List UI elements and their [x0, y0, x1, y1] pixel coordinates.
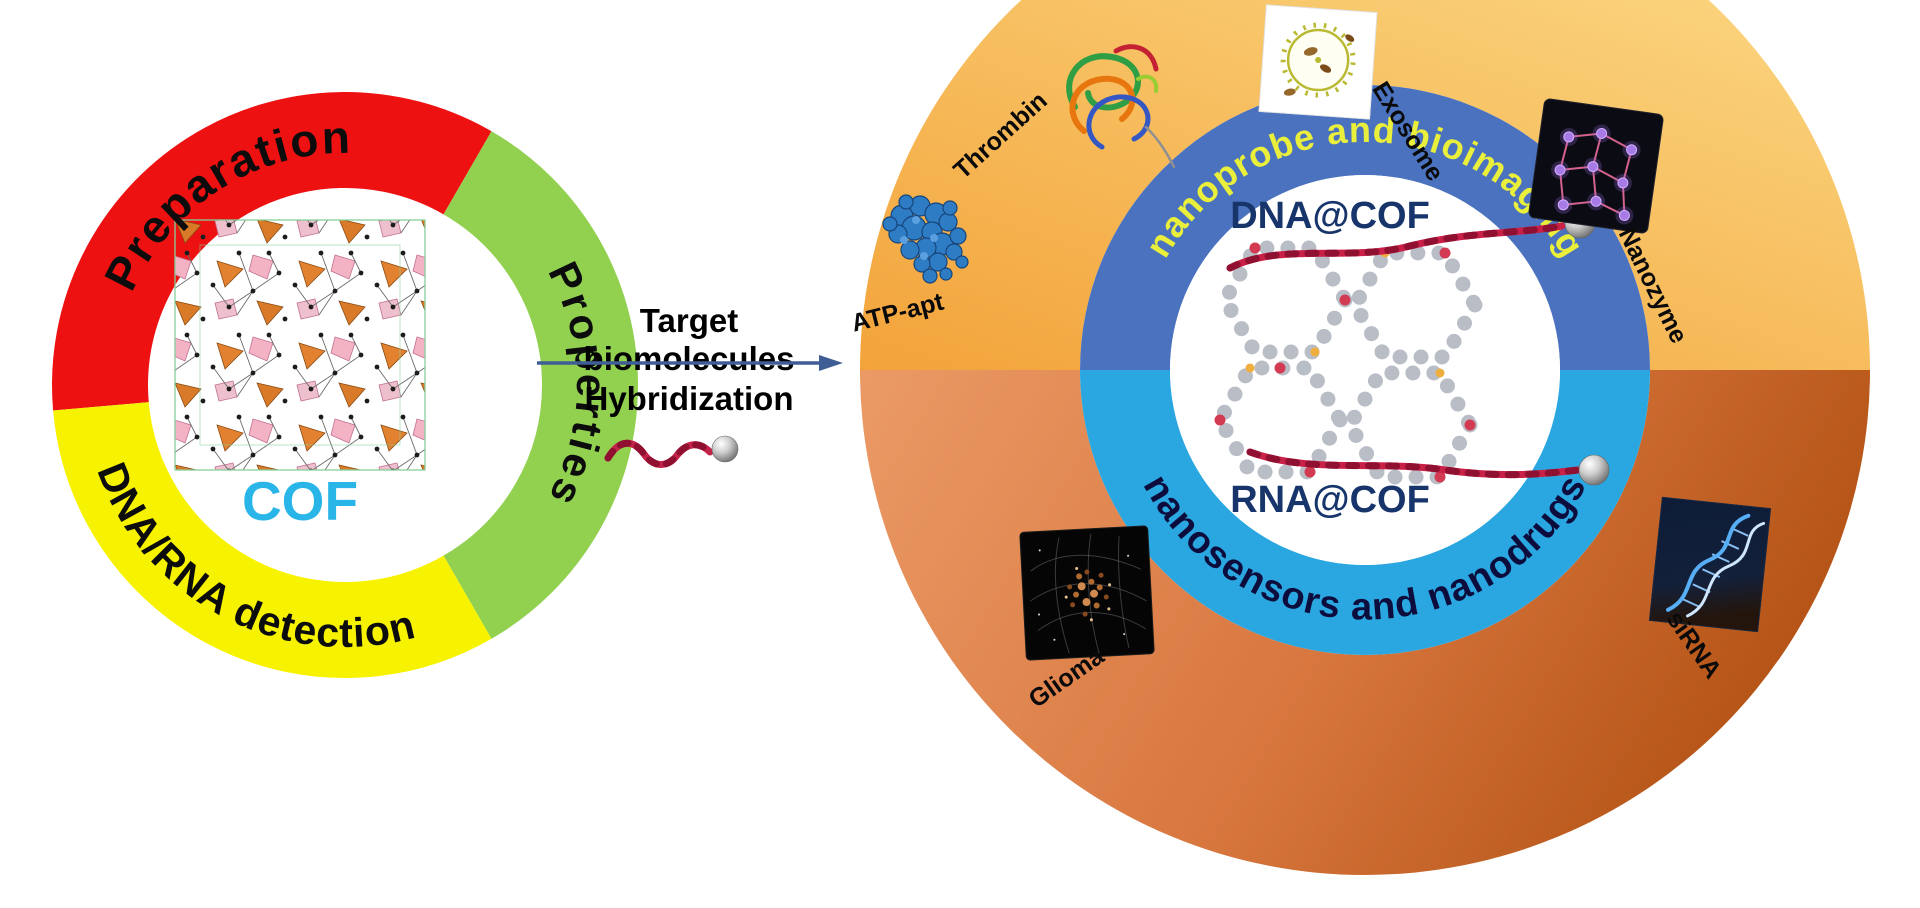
- thrombin-protein-icon: [1066, 44, 1176, 169]
- atp-aptamer-icon: [882, 194, 969, 284]
- hybridization-text: Hybridization: [584, 380, 794, 417]
- inner-ring-top: [1080, 85, 1650, 370]
- segment-properties: [442, 131, 638, 639]
- cof-crystal-lattice-icon: [174, 219, 426, 471]
- target-biomolecules-text: Target biomolecules: [583, 302, 795, 377]
- application-wheel: nanoprobe and bioimaging nanosensors and…: [860, 0, 1870, 875]
- nanoparticle-bottom-icon: [1578, 454, 1610, 486]
- sirna-helix-icon: [1648, 496, 1772, 633]
- cof-label: COF: [242, 470, 358, 532]
- outer-ring-bottom: [860, 370, 1870, 875]
- glioma-cell-icon: [1019, 525, 1155, 661]
- exosome-vesicle-icon: [1258, 4, 1378, 120]
- gold-nanoparticle-icon: [711, 435, 739, 463]
- segment-preparation: [52, 92, 492, 411]
- rna-at-cof-label: RNA@COF: [1230, 479, 1430, 521]
- cof-wheel: Preparation Properties DNA/RNA detection…: [52, 92, 638, 678]
- dna-strand-icon: [604, 435, 739, 468]
- outer-ring-top: [860, 0, 1870, 370]
- nanozyme-crystal-icon: [1528, 98, 1664, 234]
- right-arrow-icon: [537, 355, 843, 371]
- dna-at-cof-label: DNA@COF: [1230, 195, 1430, 237]
- dna-rna-cof-framework-icon: [1215, 207, 1610, 486]
- segment-dna-rna-detection: [53, 401, 492, 678]
- inner-ring-bottom: [1080, 370, 1650, 655]
